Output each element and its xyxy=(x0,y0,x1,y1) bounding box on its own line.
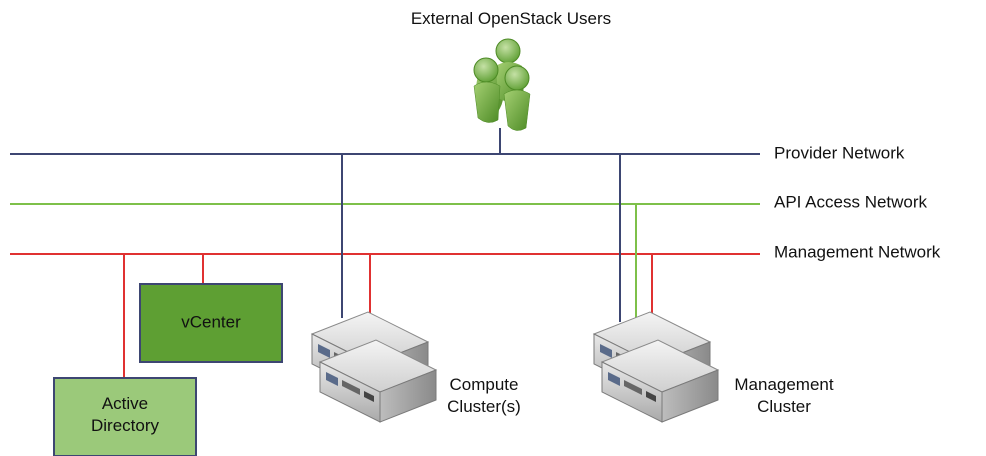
active-directory-box: Active Directory xyxy=(53,377,197,456)
users-group-icon xyxy=(473,38,531,131)
compute-cluster-servers xyxy=(311,311,437,423)
provider-network-label: Provider Network xyxy=(774,143,905,162)
users-title: External OpenStack Users xyxy=(411,9,611,28)
mgmt-label-line2: Cluster xyxy=(757,397,811,416)
ad-label-line1: Active xyxy=(102,394,148,413)
compute-label-line2: Cluster(s) xyxy=(447,397,521,416)
vcenter-box: vCenter xyxy=(139,283,283,363)
vcenter-label: vCenter xyxy=(181,312,241,331)
api-network-label: API Access Network xyxy=(774,192,928,211)
management-network-label: Management Network xyxy=(774,242,941,261)
compute-label-line1: Compute xyxy=(450,375,519,394)
management-cluster-servers xyxy=(593,311,719,423)
mgmt-label-line1: Management xyxy=(734,375,834,394)
ad-label-line2: Directory xyxy=(91,416,160,435)
